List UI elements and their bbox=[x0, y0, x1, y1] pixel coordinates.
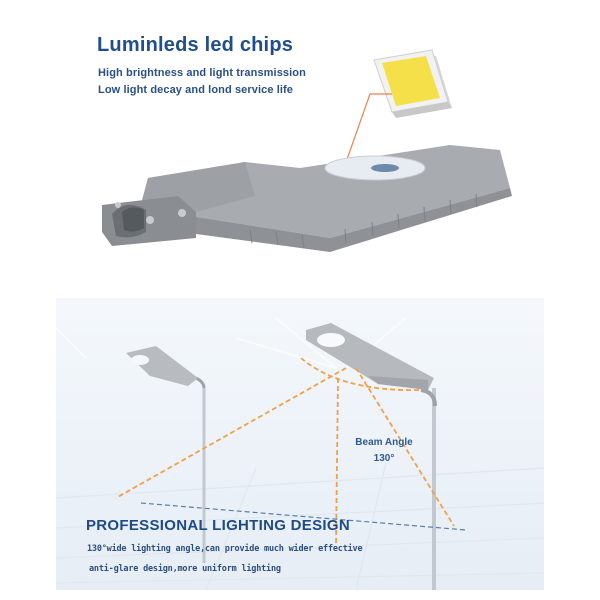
lamp-housing bbox=[102, 145, 512, 252]
beam-angle-text: Beam Angle bbox=[355, 437, 413, 448]
beam-angle-label: Beam Angle 130° bbox=[344, 435, 424, 467]
beam-angle-diagram bbox=[56, 317, 544, 590]
ground-line bbox=[140, 502, 467, 531]
large-street-lamp bbox=[306, 323, 437, 590]
street-light-product-illustration bbox=[102, 49, 512, 252]
lighting-design-panel: Beam Angle 130° PROFESSIONAL LIGHTING DE… bbox=[56, 298, 544, 590]
feature-brightness: High brightness and light transmission bbox=[98, 67, 306, 79]
led-chip-icon bbox=[373, 49, 452, 118]
feature-anti-glare: anti-glare design,more uniform lighting bbox=[89, 564, 281, 574]
feature-wide-angle: 130°wide lighting angle,can provide much… bbox=[87, 544, 363, 554]
solar-panel-background bbox=[56, 462, 544, 590]
beam-angle-lines bbox=[115, 357, 455, 547]
small-street-lamp bbox=[126, 346, 206, 563]
beam-angle-value: 130° bbox=[373, 453, 395, 464]
lighting-design-heading: PROFESSIONAL LIGHTING DESIGN bbox=[86, 517, 350, 534]
chips-heading: Luminleds led chips bbox=[97, 34, 294, 56]
feature-lifespan: Low light decay and lond service life bbox=[98, 84, 294, 96]
callout-line bbox=[344, 93, 392, 166]
